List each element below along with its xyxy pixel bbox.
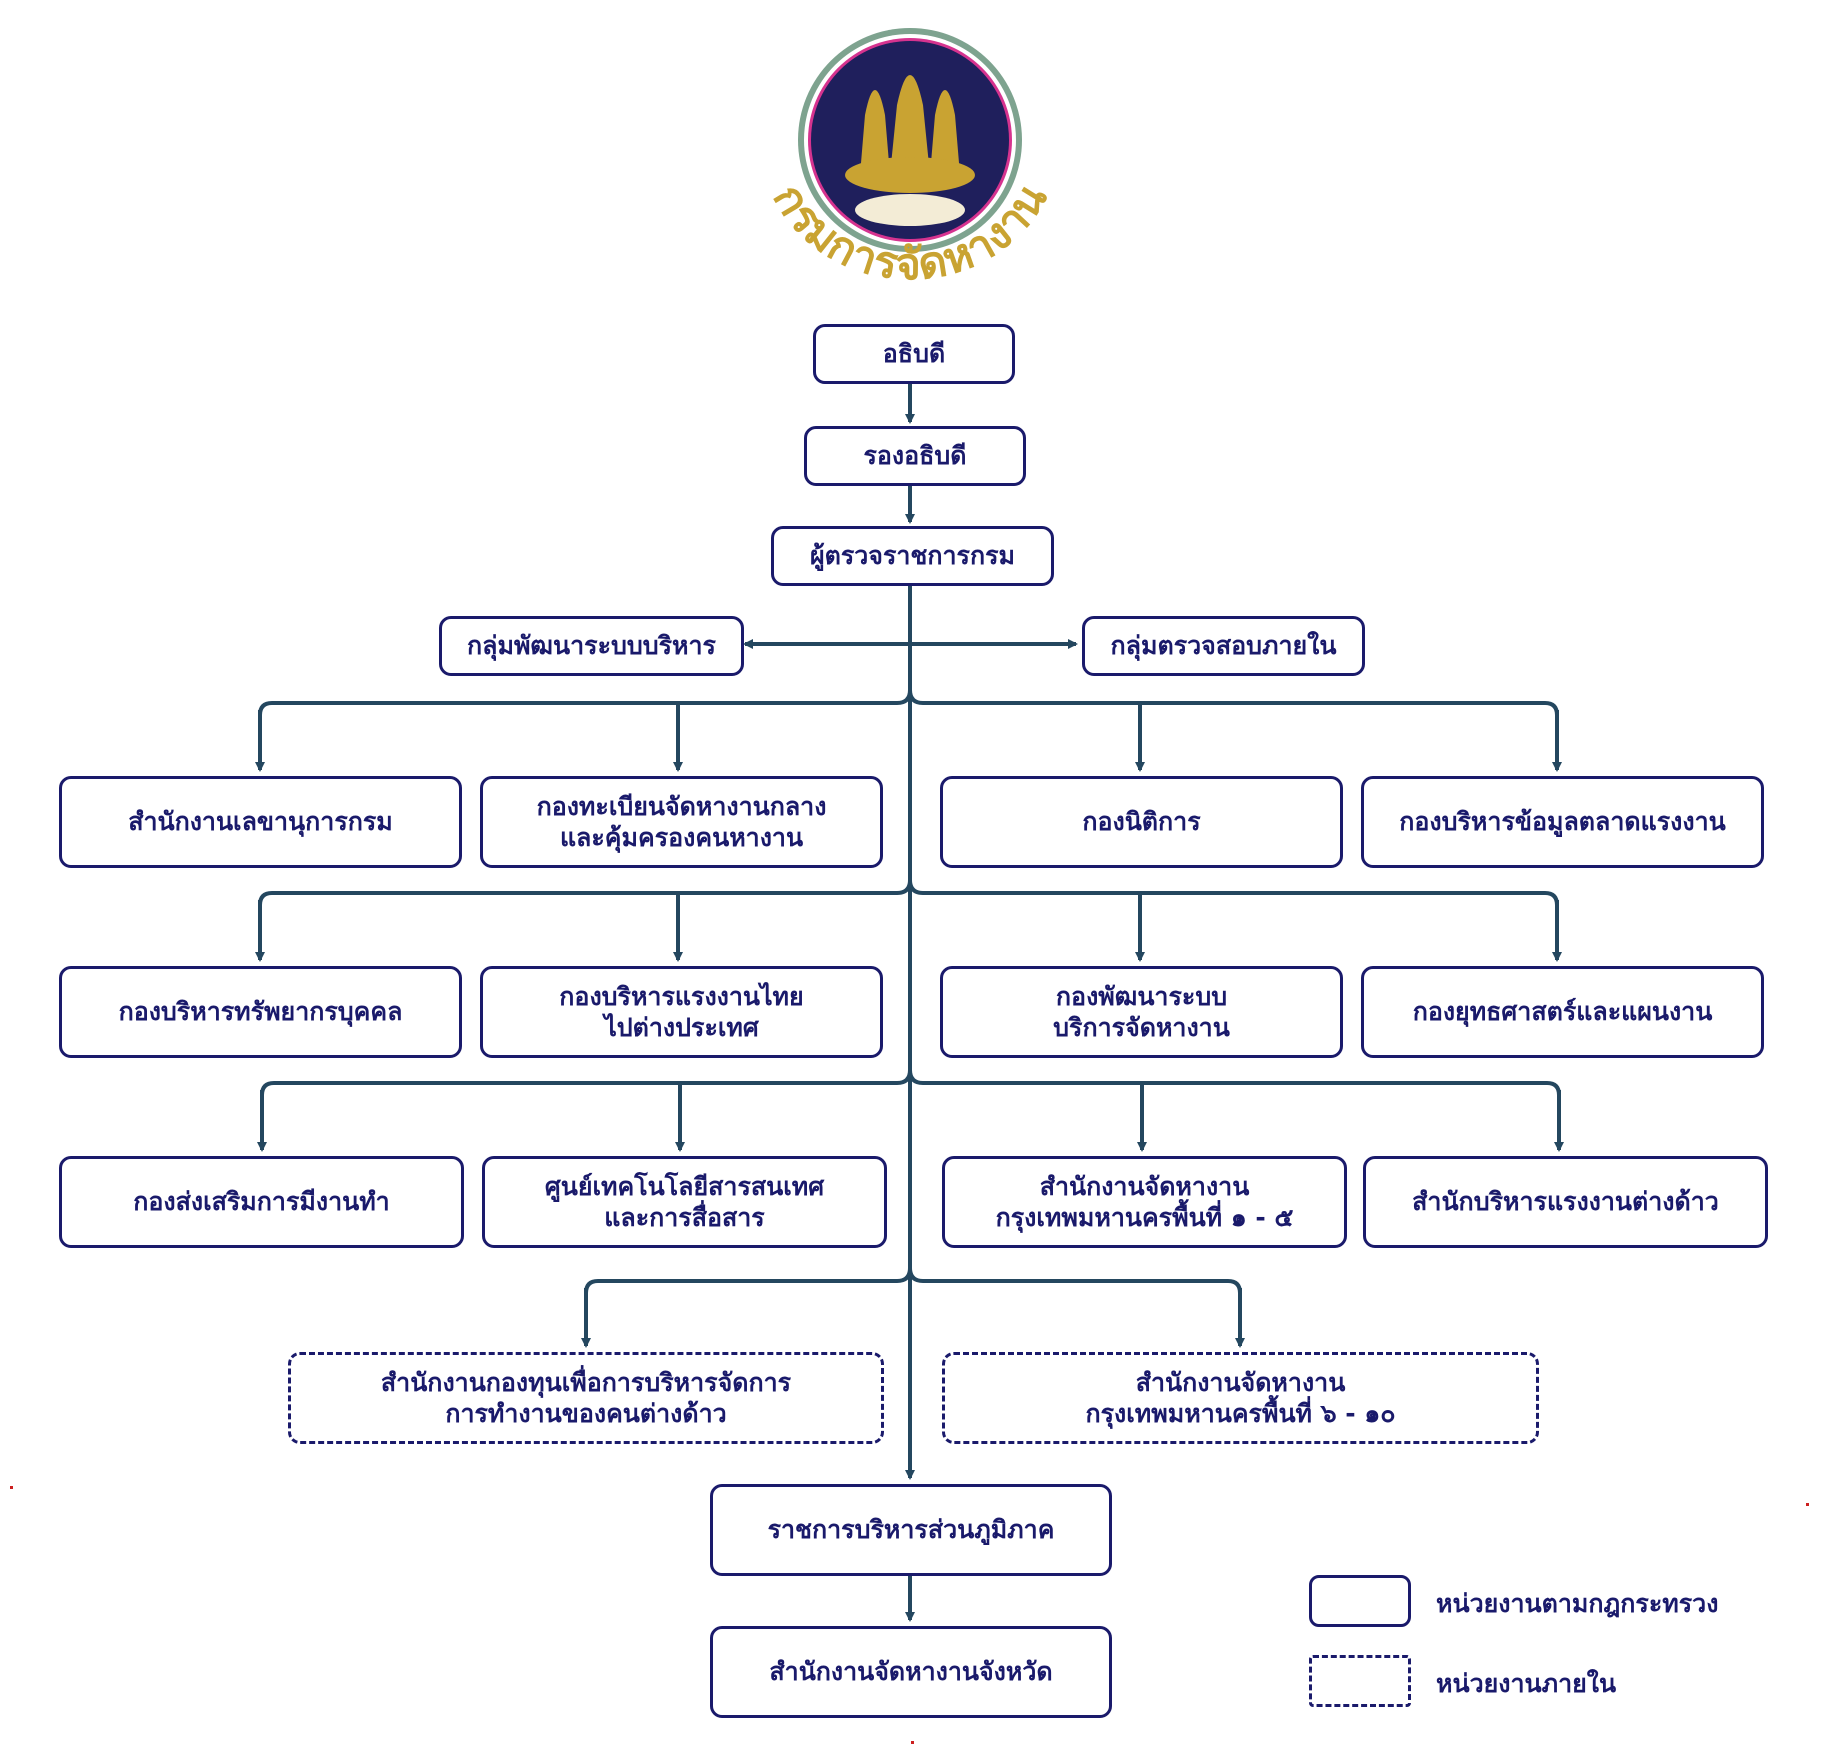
deputy-director-general-label: รองอธิบดี <box>863 441 967 471</box>
unit-label-line1: สำนักงานกองทุนเพื่อการบริหารจัดการ <box>380 1367 792 1397</box>
logo-deity-figures-icon <box>845 75 975 193</box>
unit-box-row3-col2[interactable]: ศูนย์เทคโนโลยีสารสนเทศ และการสื่อสาร <box>482 1156 887 1248</box>
unit-label: กองนิติการ <box>1082 807 1201 837</box>
legend-solid-swatch <box>1309 1575 1411 1627</box>
unit-label-line2: และคุ้มครองคนหางาน <box>559 823 804 852</box>
unit-label-line2: การทำงานของคนต่างด้าว <box>445 1399 727 1428</box>
unit-box-row2-col1[interactable]: กองบริหารทรัพยากรบุคคล <box>59 966 462 1058</box>
connector-row-2 <box>258 879 1559 906</box>
legend-dashed-label: หน่วยงานภายใน <box>1436 1669 1617 1698</box>
admin-development-group-label: กลุ่มพัฒนาระบบบริหาร <box>467 631 716 661</box>
director-general-label: อธิบดี <box>882 339 946 369</box>
stray-mark <box>10 1486 13 1489</box>
unit-label: สำนักงานเลขานุการกรม <box>128 807 393 837</box>
unit-box-row1-col2[interactable]: กองทะเบียนจัดหางานกลาง และคุ้มครองคนหางา… <box>480 776 883 868</box>
department-logo: กรมการจัดหางาน <box>763 28 1057 290</box>
regional-administration-label: ราชการบริหารส่วนภูมิภาค <box>767 1515 1055 1545</box>
unit-label: กองบริหารทรัพยากรบุคคล <box>118 997 403 1027</box>
unit-box-row1-col1[interactable]: สำนักงานเลขานุการกรม <box>59 776 462 868</box>
internal-audit-group-box[interactable]: กลุ่มตรวจสอบภายใน <box>1082 616 1365 676</box>
unit-label-line2: บริการจัดหางาน <box>1053 1013 1230 1042</box>
unit-label-line2: กรุงเทพมหานครพื้นที่ ๑ - ๕ <box>995 1203 1294 1232</box>
stray-mark <box>1806 1503 1809 1506</box>
internal-unit-box-foreign-worker-fund[interactable]: สำนักงานกองทุนเพื่อการบริหารจัดการ การทำ… <box>288 1352 884 1444</box>
unit-label-line2: และการสื่อสาร <box>604 1203 765 1232</box>
internal-unit-box-bangkok-6-10[interactable]: สำนักงานจัดหางาน กรุงเทพมหานครพื้นที่ ๖ … <box>942 1352 1539 1444</box>
unit-label: สำนักบริหารแรงงานต่างด้าว <box>1412 1187 1719 1217</box>
provincial-office-label: สำนักงานจัดหางานจังหวัด <box>769 1657 1053 1687</box>
unit-box-row2-col3[interactable]: กองพัฒนาระบบ บริการจัดหางาน <box>940 966 1343 1058</box>
admin-development-group-box[interactable]: กลุ่มพัฒนาระบบบริหาร <box>439 616 744 676</box>
unit-box-row3-col3[interactable]: สำนักงานจัดหางาน กรุงเทพมหานครพื้นที่ ๑ … <box>942 1156 1347 1248</box>
regional-administration-box[interactable]: ราชการบริหารส่วนภูมิภาค <box>710 1484 1112 1576</box>
unit-label: กองยุทธศาสตร์และแผนงาน <box>1412 997 1713 1027</box>
inspector-general-label: ผู้ตรวจราชการกรม <box>809 541 1016 571</box>
unit-label-line1: กองพัฒนาระบบ <box>1055 981 1228 1011</box>
internal-audit-group-label: กลุ่มตรวจสอบภายใน <box>1110 631 1337 661</box>
unit-label-line1: ศูนย์เทคโนโลยีสารสนเทศ <box>544 1171 825 1201</box>
unit-box-row3-col1[interactable]: กองส่งเสริมการมีงานทำ <box>59 1156 464 1248</box>
unit-label-line1: กองทะเบียนจัดหางานกลาง <box>536 791 827 821</box>
unit-label-line1: กองบริหารแรงงานไทย <box>559 981 804 1011</box>
unit-box-row3-col4[interactable]: สำนักบริหารแรงงานต่างด้าว <box>1363 1156 1768 1248</box>
unit-label-line1: สำนักงานจัดหางาน <box>1039 1171 1250 1201</box>
unit-label-line2: กรุงเทพมหานครพื้นที่ ๖ - ๑๐ <box>1085 1399 1396 1428</box>
unit-box-row2-col2[interactable]: กองบริหารแรงงานไทย ไปต่างประเทศ <box>480 966 883 1058</box>
legend-solid-label: หน่วยงานตามกฎกระทรวง <box>1436 1589 1719 1618</box>
inspector-general-box[interactable]: ผู้ตรวจราชการกรม <box>771 526 1054 586</box>
unit-label: กองบริหารข้อมูลตลาดแรงงาน <box>1399 807 1726 837</box>
director-general-box[interactable]: อธิบดี <box>813 324 1015 384</box>
unit-box-row2-col4[interactable]: กองยุทธศาสตร์และแผนงาน <box>1361 966 1764 1058</box>
connector-row-3 <box>260 1069 1561 1096</box>
unit-box-row1-col3[interactable]: กองนิติการ <box>940 776 1343 868</box>
unit-label: กองส่งเสริมการมีงานทำ <box>133 1187 390 1217</box>
provincial-office-box[interactable]: สำนักงานจัดหางานจังหวัด <box>710 1626 1112 1718</box>
stray-mark <box>911 1741 914 1744</box>
unit-label-line1: สำนักงานจัดหางาน <box>1135 1367 1346 1397</box>
unit-label-line2: ไปต่างประเทศ <box>604 1013 759 1042</box>
connector-internal-units <box>584 1267 1242 1294</box>
unit-box-row1-col4[interactable]: กองบริหารข้อมูลตลาดแรงงาน <box>1361 776 1764 868</box>
deputy-director-general-box[interactable]: รองอธิบดี <box>804 426 1026 486</box>
logo-cloud-icon <box>855 194 965 226</box>
legend-dashed-swatch <box>1309 1655 1411 1707</box>
